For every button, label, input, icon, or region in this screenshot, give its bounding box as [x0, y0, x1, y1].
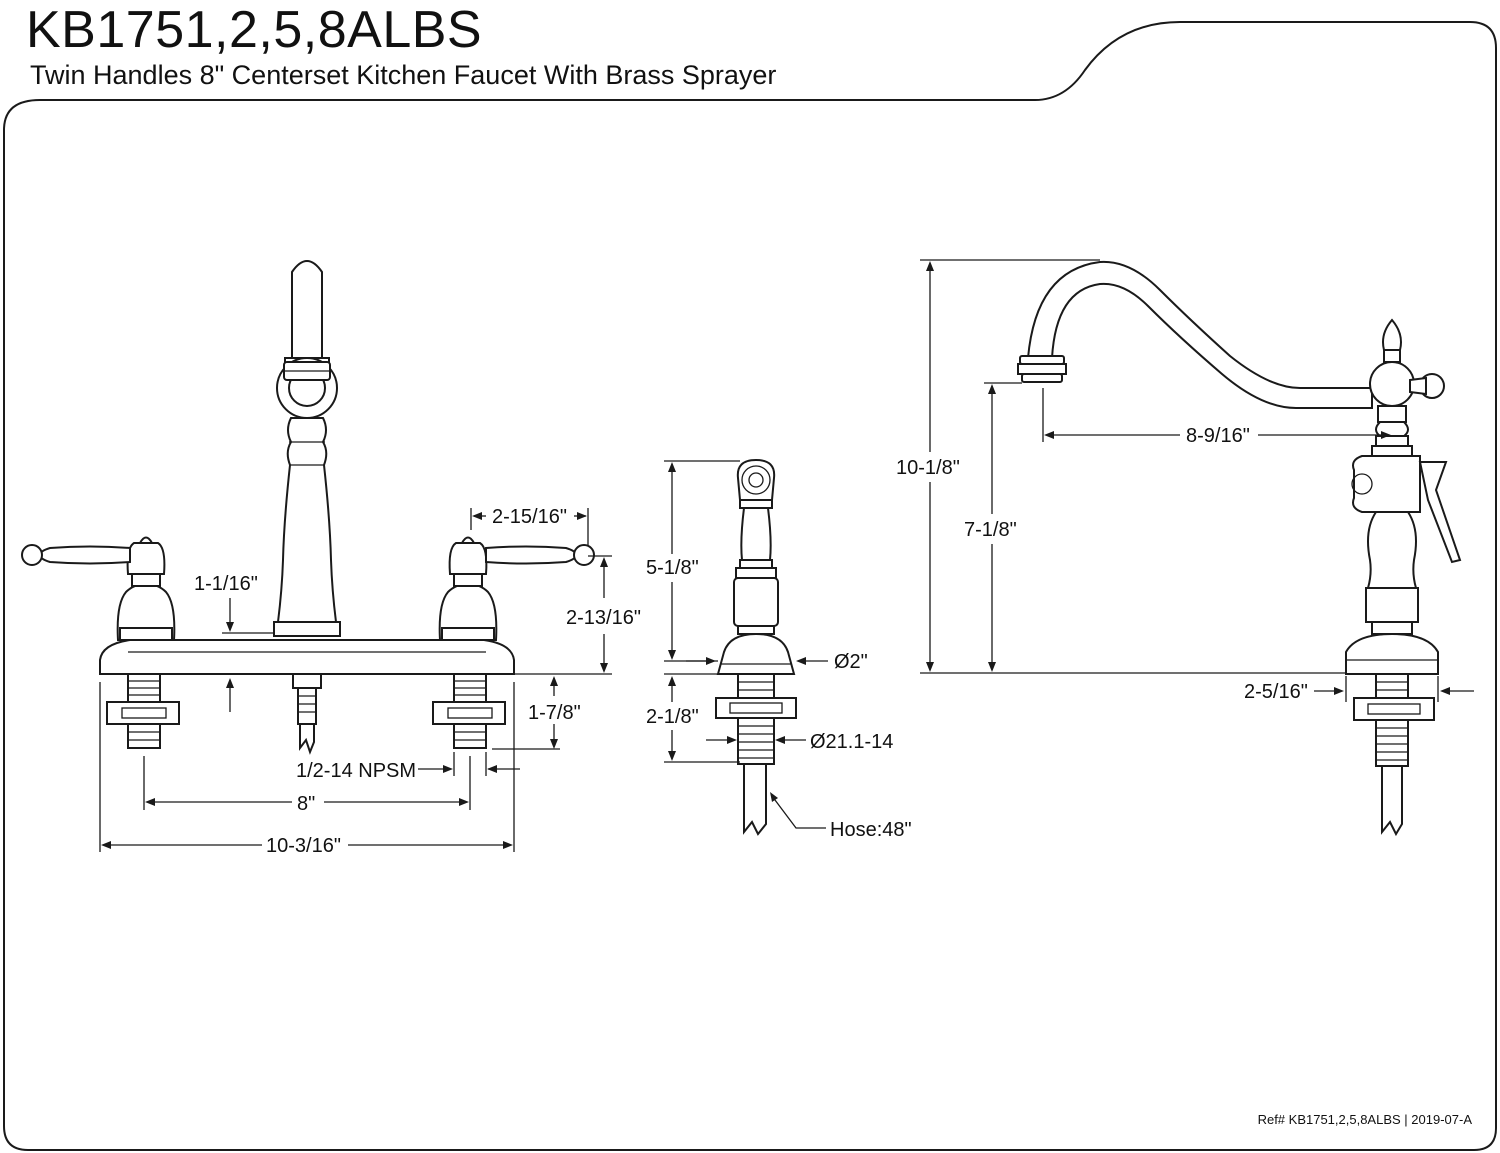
dim-spout-reach: 8-9/16"	[1186, 425, 1250, 447]
dim-handle-height: 2-15/16"	[492, 506, 567, 528]
side-view-dimensions	[920, 259, 1474, 702]
dim-spout-height: 7-1/8"	[964, 519, 1017, 541]
dim-overall-height: 10-1/8"	[896, 457, 960, 479]
dim-sprayer-shank: 2-1/8"	[646, 706, 699, 728]
dim-deck-height: 2-13/16"	[566, 607, 641, 629]
front-view-drawing	[21, 260, 595, 755]
dim-sprayer-thread: Ø21.1-14	[810, 731, 893, 753]
drawing-frame	[3, 21, 1497, 1151]
dim-spout-base: 1-1/16"	[194, 573, 258, 595]
reference-number: Ref# KB1751,2,5,8ALBS | 2019-07-A	[1257, 1112, 1472, 1127]
front-view-dimensions	[99, 508, 612, 852]
page-subtitle: Twin Handles 8" Centerset Kitchen Faucet…	[30, 60, 777, 90]
dim-sprayer-base: Ø2"	[834, 651, 868, 673]
dim-hose: Hose:48"	[830, 819, 912, 841]
dim-sprayer-height: 5-1/8"	[646, 557, 699, 579]
side-view-drawing	[1017, 260, 1462, 837]
dim-overall-width: 10-3/16"	[266, 835, 341, 857]
dim-thread: 1/2-14 NPSM	[296, 760, 416, 782]
sprayer-view-dimensions	[664, 460, 828, 829]
dim-shank: 1-7/8"	[528, 702, 581, 724]
sprayer-view-drawing	[715, 458, 797, 836]
page-title: KB1751,2,5,8ALBS	[26, 1, 483, 59]
dim-centers: 8"	[297, 793, 315, 815]
dim-base-width: 2-5/16"	[1244, 681, 1308, 703]
